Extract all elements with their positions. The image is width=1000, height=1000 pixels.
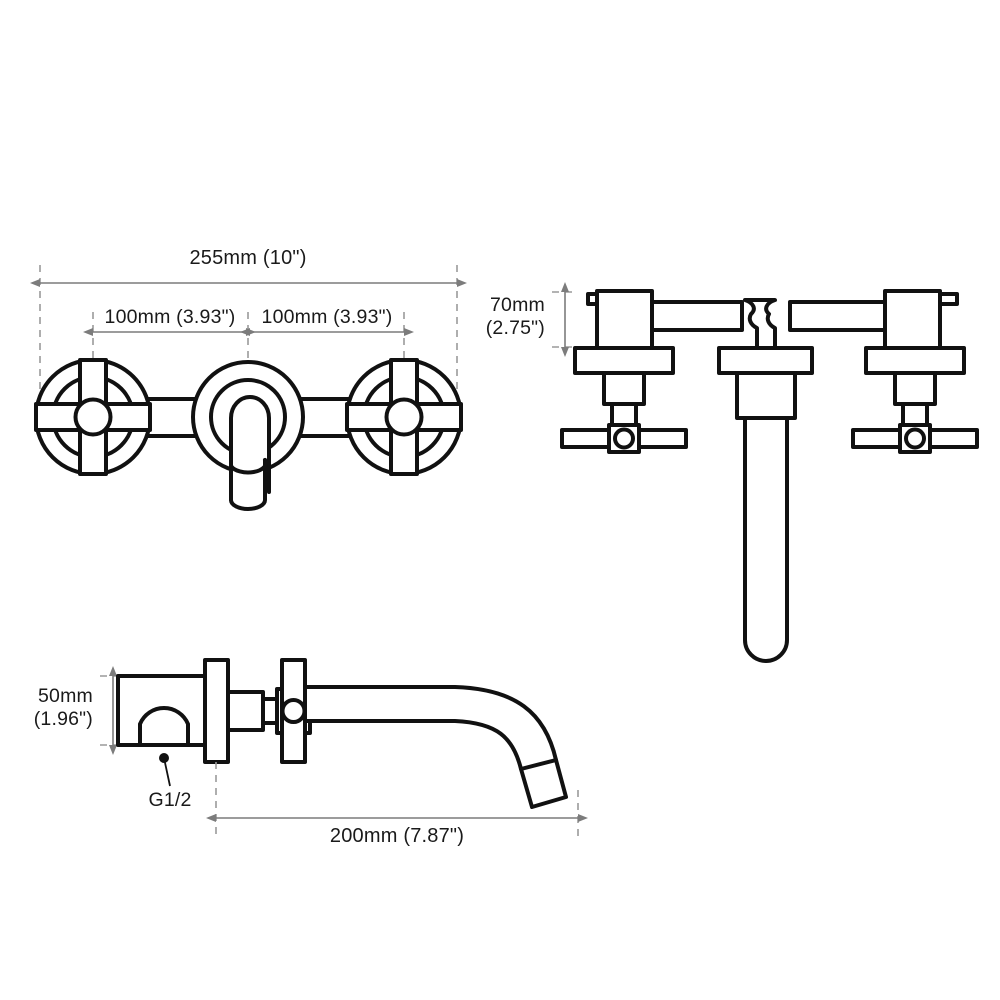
side-view: 50mm (1.96") G1/2 (34, 658, 588, 847)
side-view-handle (226, 658, 312, 764)
top-view-right-handle (851, 289, 979, 454)
annotation-inlet-thread-label: G1/2 (148, 789, 191, 811)
annotation-inlet-thread: G1/2 (148, 753, 191, 811)
front-view-left-handle (34, 358, 152, 476)
dimension-spout-reach-label: 200mm (7.87") (330, 825, 464, 847)
dimension-overall-width: 255mm (10") (30, 247, 467, 287)
dimension-body-height-label-1: 50mm (38, 685, 93, 707)
dimension-left-spacing: 100mm (3.93") (83, 306, 256, 336)
dimension-body-height-label-2: (1.96") (34, 708, 93, 730)
dimension-right-spacing-label: 100mm (3.93") (262, 306, 393, 328)
front-view-right-handle (345, 358, 463, 476)
top-view-center-spout (717, 298, 814, 663)
dimension-left-spacing-label: 100mm (3.93") (105, 306, 236, 328)
dimension-spout-reach: 200mm (7.87") (206, 762, 588, 847)
top-view-left-handle (560, 289, 688, 454)
front-view-center-spout (191, 360, 305, 511)
dimension-overall-width-label: 255mm (10") (189, 247, 306, 269)
top-view: 70mm (2.75") (486, 282, 979, 663)
dimension-body-height: 50mm (1.96") (34, 666, 140, 755)
dimension-right-spacing: 100mm (3.93") (240, 306, 414, 336)
side-view-body (116, 658, 230, 764)
side-view-spout (303, 685, 568, 809)
dimension-handle-height-label-2: (2.75") (486, 317, 545, 339)
dimension-handle-height: 70mm (2.75") (486, 282, 578, 357)
front-view: 255mm (10") 100mm (3.93") 100mm (3.93") (30, 247, 467, 511)
dimension-handle-height-label-1: 70mm (490, 294, 545, 316)
